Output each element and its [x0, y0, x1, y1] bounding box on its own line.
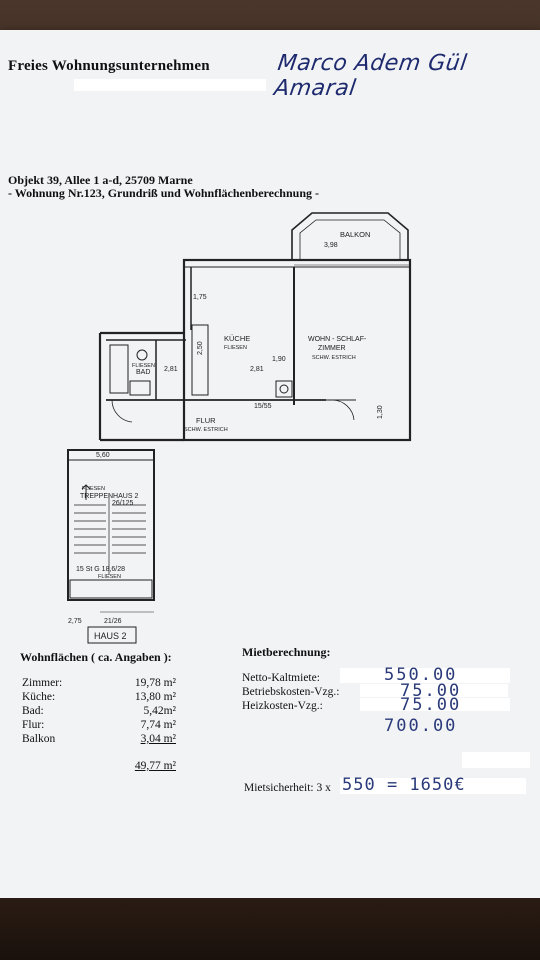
area-value: 19,78 m²	[134, 677, 176, 689]
dim-c: 2,81	[250, 366, 264, 373]
rent-label: Betriebskosten-Vzg.:	[242, 686, 340, 698]
label-treppe-sub-2: FLIESEN	[98, 574, 121, 580]
dim-k: 21/26	[104, 618, 122, 625]
dim-a: 1,75	[193, 294, 207, 301]
area-label: Küche:	[22, 691, 56, 703]
redaction-box	[360, 698, 510, 711]
redaction-strip	[74, 79, 266, 91]
dim-balkon: 3,98	[324, 242, 338, 249]
object-address: Objekt 39, Allee 1 a-d, 25709 Marne	[8, 173, 193, 187]
area-value: 5,42m²	[143, 705, 176, 717]
label-treppe-steps: 15 St G 18,6/28	[76, 566, 125, 573]
area-value: 3,04 m²	[140, 733, 176, 745]
area-value: 13,80 m²	[134, 691, 176, 703]
rent-total: 700.00	[384, 716, 458, 736]
label-bad: BAD	[136, 369, 150, 376]
dim-h: 5,60	[96, 452, 110, 459]
redaction-box	[340, 668, 510, 683]
company-name: Freies Wohnungsunternehmen	[8, 58, 210, 74]
document-page	[0, 30, 540, 898]
label-treppenhaus: TREPPENHAUS 2	[80, 493, 138, 500]
label-wohn-sub: SCHW. ESTRICH	[312, 355, 356, 361]
deposit-label: Mietsicherheit: 3 x	[244, 782, 331, 794]
mietberechnung-title: Mietberechnung:	[242, 645, 331, 659]
rent-value-betrieb: 75.00	[400, 681, 462, 701]
area-label: Bad:	[22, 705, 44, 717]
label-flur-sub: SCHW. ESTRICH	[184, 427, 228, 433]
kitchen-counter	[191, 324, 209, 396]
area-value: 7,74 m²	[140, 719, 176, 731]
redaction-box	[340, 778, 526, 794]
rent-value-heiz: 75.00	[400, 695, 462, 715]
wohnflaechen-title: Wohnflächen ( ca. Angaben ):	[20, 650, 172, 664]
table-edge	[0, 898, 540, 960]
dim-b: 2,81	[164, 366, 178, 373]
area-label: Zimmer:	[22, 677, 63, 689]
label-balkon: BALKON	[340, 230, 370, 239]
redaction-box	[360, 684, 508, 697]
area-label: Balkon	[22, 733, 56, 745]
area-total: 49,77 m²	[134, 760, 176, 772]
label-wohn: WOHN - SCHLAF-	[308, 336, 367, 343]
dim-f: 2,50	[197, 341, 204, 355]
stairwell-outline	[67, 449, 155, 601]
label-kueche-sub: FLIESEN	[224, 345, 247, 351]
dim-d: 1,90	[272, 356, 286, 363]
area-label: Flur:	[22, 719, 45, 731]
house-label-box	[87, 626, 137, 644]
label-bad-sub: FLIESEN	[132, 363, 155, 369]
document-subtitle: - Wohnung Nr.123, Grundriß und Wohnfläch…	[8, 186, 319, 200]
rent-label: Heizkosten-Vzg.:	[242, 700, 323, 712]
rent-label: Netto-Kaltmiete:	[242, 672, 320, 684]
handwritten-tenant-names: Marco Adem Gül Amaral	[272, 51, 469, 101]
dim-i: 26/125	[112, 500, 134, 507]
rent-value-kalt: 550.00	[384, 665, 458, 685]
dim-e: 15/55	[254, 403, 272, 410]
deposit-value: 550 = 1650€	[342, 775, 466, 795]
label-treppe-sub: FLIESEN	[82, 486, 105, 492]
dim-g: 1,30	[377, 405, 384, 419]
label-wohn-2: ZIMMER	[318, 345, 346, 352]
bathtub	[109, 344, 129, 394]
dim-j: 2,75	[68, 618, 82, 625]
label-flur: FLUR	[196, 416, 216, 425]
redaction-box	[462, 752, 530, 768]
label-kueche: KÜCHE	[224, 334, 250, 343]
washbasin	[129, 380, 151, 396]
floor-plan: BALKON 3,98 KÜCHE FLIESEN WOHN - SCHLAF-…	[67, 212, 412, 644]
balcony-outline	[291, 212, 409, 260]
label-haus: HAUS 2	[94, 631, 127, 641]
